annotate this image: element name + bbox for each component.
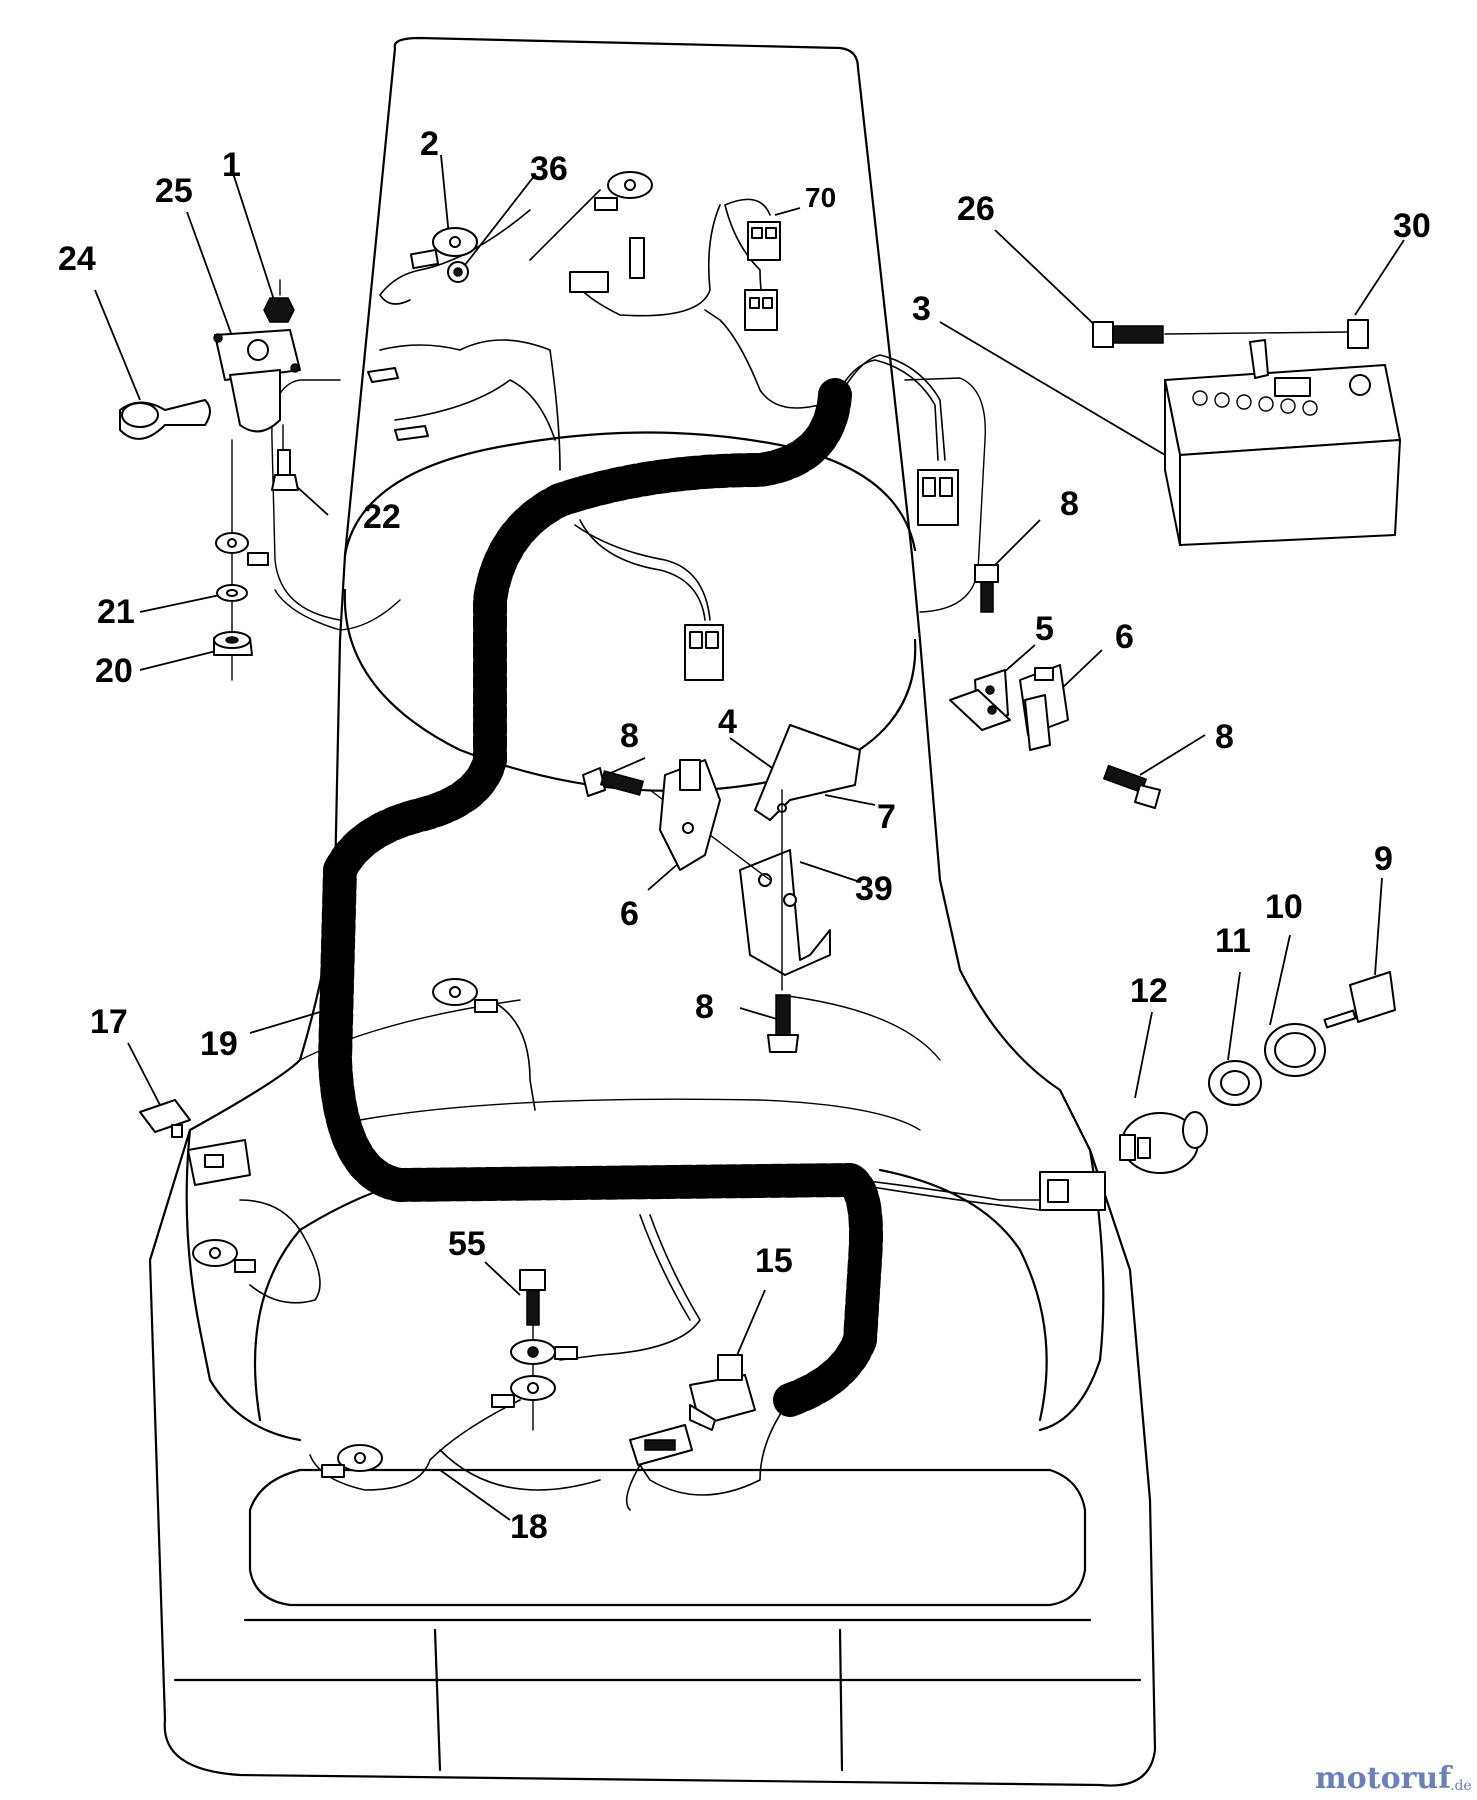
- callout-25: 25: [155, 172, 193, 210]
- part-30-nut: [1164, 319, 1369, 349]
- callout-22: 22: [363, 498, 401, 536]
- callout-8-center: 8: [620, 717, 639, 755]
- part-8-bolt-lower: [767, 994, 799, 1053]
- ring-terminal-mid-left: [432, 978, 498, 1013]
- callout-39: 39: [855, 870, 893, 908]
- callout-15: 15: [755, 1242, 793, 1280]
- callout-6-center: 6: [620, 895, 639, 933]
- watermark-suffix: .de: [1450, 1778, 1472, 1794]
- part-39-bracket: [649, 789, 831, 991]
- part-20-nut: [213, 631, 253, 656]
- callout-11: 11: [1215, 922, 1251, 960]
- callout-55: 55: [448, 1225, 486, 1263]
- connector-center-harness: [684, 624, 724, 681]
- part-1-nut: [263, 279, 295, 323]
- part-21-washer: [216, 584, 248, 602]
- wire-clips: [367, 367, 429, 441]
- part-8-bolt-right: [1102, 764, 1161, 809]
- connector-right-harness: [917, 469, 959, 526]
- callout-12: 12: [1130, 972, 1168, 1010]
- connector-right-dash: [1039, 1171, 1106, 1211]
- part-36-star-washer: [447, 261, 469, 283]
- part-55-bolt: [519, 1269, 546, 1431]
- callout-8-upper-right: 8: [1060, 485, 1079, 523]
- callout-4: 4: [718, 703, 737, 741]
- part-22-bolt: [271, 424, 299, 491]
- part-19-fuse-holder: [187, 1139, 251, 1186]
- callout-labels: 1 2 3 4 5 6 6 7 8 8 8 8 9 10 11 12 15 17…: [58, 125, 1431, 1546]
- part-10-bezel: [1264, 1023, 1326, 1077]
- part-70-connector: [747, 221, 781, 261]
- callout-2: 2: [420, 125, 439, 163]
- part-11-nut: [1208, 1060, 1262, 1106]
- part-9-key: [1323, 971, 1396, 1029]
- callout-30: 30: [1393, 207, 1431, 245]
- watermark: motoruf .de: [1315, 1761, 1472, 1796]
- part-17-fuse: [139, 1099, 191, 1138]
- part-2-ring-terminal: [409, 227, 478, 270]
- connector-lower-center: [629, 1424, 693, 1466]
- callout-3: 3: [912, 290, 931, 328]
- part-3-battery: [1164, 339, 1401, 546]
- tractor-body-outline: [148, 36, 1157, 1787]
- callout-20: 20: [95, 652, 133, 690]
- callout-5: 5: [1035, 610, 1054, 648]
- callout-7: 7: [877, 798, 896, 836]
- watermark-brand: motoruf: [1315, 1761, 1453, 1796]
- ring-terminal-top: [594, 171, 653, 211]
- callout-6-right: 6: [1115, 618, 1134, 656]
- part-26-bolt: [1092, 321, 1164, 348]
- callout-17: 17: [90, 1003, 128, 1041]
- callout-1: 1: [222, 146, 241, 184]
- callout-9: 9: [1374, 840, 1393, 878]
- ring-terminal-lower-left: [192, 1239, 256, 1273]
- part-8-bolt-upper-right: [974, 564, 999, 613]
- callout-26: 26: [957, 190, 995, 228]
- part-8-bolt-center: [582, 767, 645, 797]
- callout-10: 10: [1265, 888, 1303, 926]
- part-12-ignition-switch: [1119, 1111, 1208, 1174]
- callout-36: 36: [530, 150, 568, 188]
- callout-24: 24: [58, 240, 96, 278]
- callout-70: 70: [805, 182, 836, 213]
- callout-8-lower: 8: [695, 988, 714, 1026]
- callout-18: 18: [510, 1508, 548, 1546]
- callout-21: 21: [97, 593, 135, 631]
- part-5-bracket: [949, 669, 1011, 731]
- part-6-switch-center: [659, 759, 721, 871]
- battery-cell-caps: [1192, 390, 1318, 416]
- connector-upper-mid: [569, 237, 778, 331]
- harness-coil: [318, 378, 883, 1417]
- callout-19: 19: [200, 1025, 238, 1063]
- part-15-switch: [689, 1354, 756, 1431]
- part-18-ground-wire: [321, 1339, 578, 1478]
- callout-8-right: 8: [1215, 718, 1234, 756]
- part-7-bracket: [754, 724, 861, 821]
- part-6-switch-right: [1019, 664, 1069, 751]
- part-24-terminal-boot: [119, 399, 211, 440]
- part-25-solenoid: [213, 329, 301, 433]
